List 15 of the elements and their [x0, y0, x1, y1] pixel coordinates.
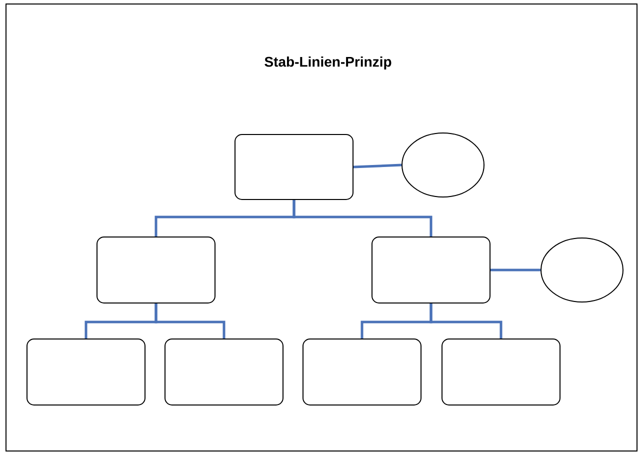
connector-line — [154, 304, 226, 338]
position-box — [234, 134, 354, 200]
connector-line — [490, 268, 540, 272]
position-box — [164, 338, 284, 406]
staff-ellipse — [540, 238, 624, 302]
position-box — [26, 338, 146, 406]
connector-line — [430, 304, 502, 338]
position-box — [372, 236, 490, 304]
title: Stab-Linien-Prinzip — [264, 56, 392, 70]
connector-line — [292, 200, 432, 236]
position-box — [96, 236, 216, 304]
position-box — [302, 338, 422, 406]
connector-line — [353, 164, 402, 168]
staff-ellipse — [402, 132, 484, 198]
position-box — [442, 338, 560, 406]
